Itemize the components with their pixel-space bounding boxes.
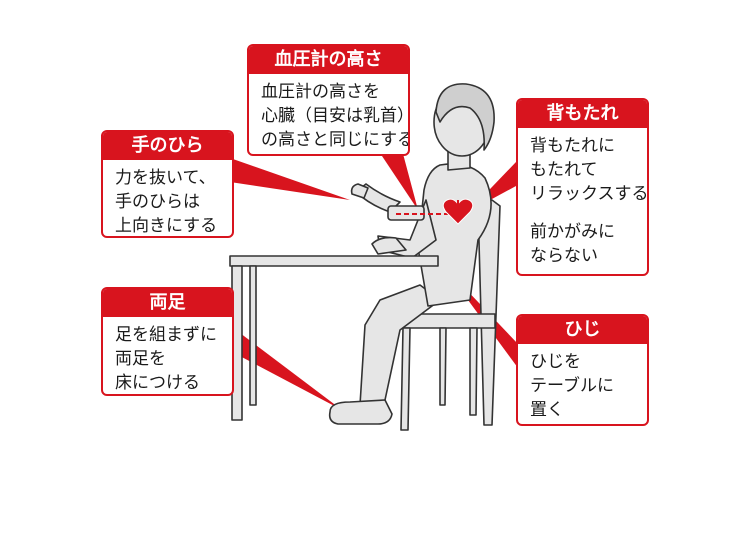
callout-line: 血圧計の高さを	[261, 82, 380, 102]
callout-line: 足を組まずに	[115, 325, 217, 345]
callout-line: リラックスする	[530, 184, 649, 204]
callout-line: 心臓（目安は乳首）	[261, 106, 410, 126]
callout-body: 力を抜いて、 手のひらは 上向きにする	[103, 160, 232, 236]
pointer-feet	[236, 330, 342, 410]
callout-title: 背もたれ	[518, 100, 647, 128]
person	[328, 83, 495, 425]
callout-body: 血圧計の高さを 心臓（目安は乳首） の高さと同じにする	[249, 74, 408, 152]
callout-title: 手のひら	[103, 132, 232, 160]
callout-cuff-height: 血圧計の高さ 血圧計の高さを 心臓（目安は乳首） の高さと同じにする	[247, 44, 410, 156]
callout-title: 両足	[103, 289, 232, 317]
pointer-cuff	[378, 150, 418, 210]
callout-palm: 手のひら 力を抜いて、 手のひらは 上向きにする	[101, 130, 234, 238]
callout-title: 血圧計の高さ	[249, 46, 408, 74]
callout-line: もたれて	[530, 160, 598, 180]
callout-body: 足を組まずに 両足を 床につける	[103, 317, 232, 394]
callout-line: 手のひらは	[115, 192, 200, 212]
callout-line: ならない	[530, 246, 598, 266]
callout-line: 両足を	[115, 349, 166, 369]
callout-body: 背もたれに もたれて リラックスする 前かがみに ならない	[518, 128, 647, 268]
callout-line: 前かがみに	[530, 222, 615, 242]
callout-line: 上向きにする	[115, 216, 218, 236]
chair	[399, 199, 501, 431]
callout-line: 床につける	[115, 373, 200, 393]
callout-line: 置く	[530, 400, 564, 420]
callout-title: ひじ	[518, 316, 647, 344]
callout-line: の高さと同じにする	[261, 130, 410, 150]
callout-line: 背もたれに	[530, 136, 615, 156]
callout-line: 力を抜いて、	[115, 168, 216, 188]
callout-feet: 両足 足を組まずに 両足を 床につける	[101, 287, 234, 396]
callout-body: ひじを テーブルに 置く	[518, 344, 647, 422]
pointer-palm	[230, 158, 350, 200]
callout-elbow: ひじ ひじを テーブルに 置く	[516, 314, 649, 426]
callout-line: テーブルに	[530, 376, 614, 396]
callout-line: ひじを	[530, 352, 581, 372]
callout-backrest: 背もたれ 背もたれに もたれて リラックスする 前かがみに ならない	[516, 98, 649, 276]
